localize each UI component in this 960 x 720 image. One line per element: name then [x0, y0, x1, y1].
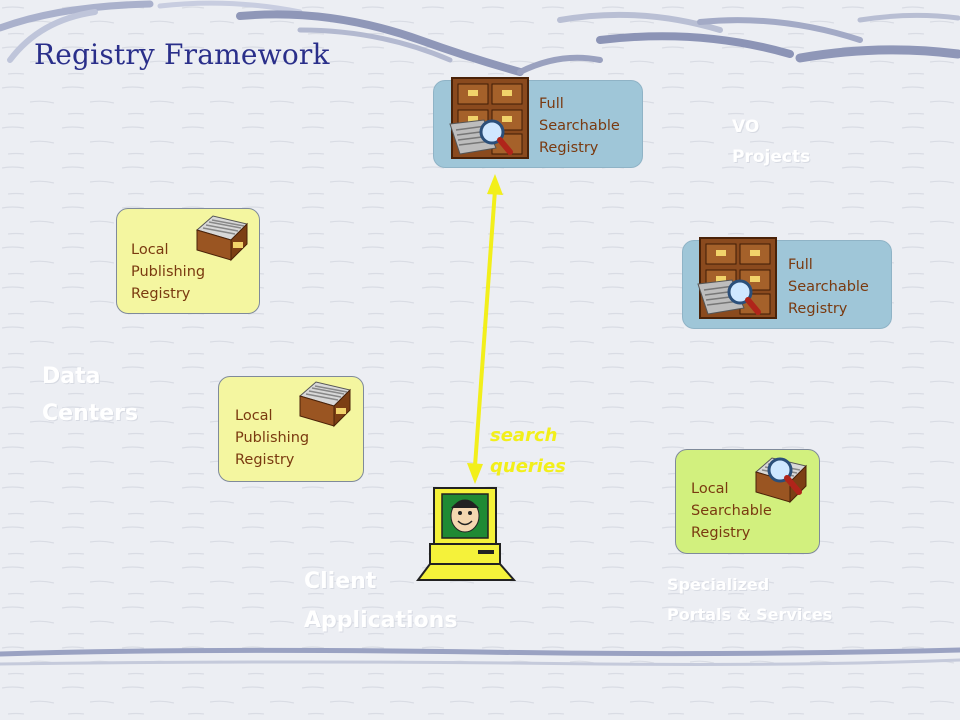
local-publishing-1-label: Local Publishing Registry [131, 242, 206, 302]
local-publishing-2-label: Local Publishing Registry [235, 408, 310, 468]
search-queries-label: search queries [490, 425, 566, 477]
card-file-magnifier-icon [754, 457, 807, 504]
local-searchable-label: Local Searchable Registry [691, 481, 772, 541]
slide-title: Registry Framework [34, 38, 330, 71]
full-registry-right-label: Full Searchable Registry [788, 257, 869, 317]
specialized-portals-label: Specialized Portals & Services [667, 575, 833, 624]
local-publishing-registry-1 [116, 208, 260, 314]
client-applications-label: Client Applications [304, 569, 458, 633]
card-file-box-icon [298, 381, 351, 428]
file-cabinet-magnifier-icon [697, 237, 777, 319]
data-centers-label: Data Centers [42, 364, 139, 426]
full-registry-top-label: Full Searchable Registry [539, 96, 620, 156]
vo-projects-label: VO Projects [732, 117, 811, 167]
search-queries-arrow [467, 174, 503, 484]
card-file-box-icon [195, 215, 248, 262]
computer-client-icon [416, 487, 517, 581]
file-cabinet-magnifier-icon [449, 77, 529, 159]
